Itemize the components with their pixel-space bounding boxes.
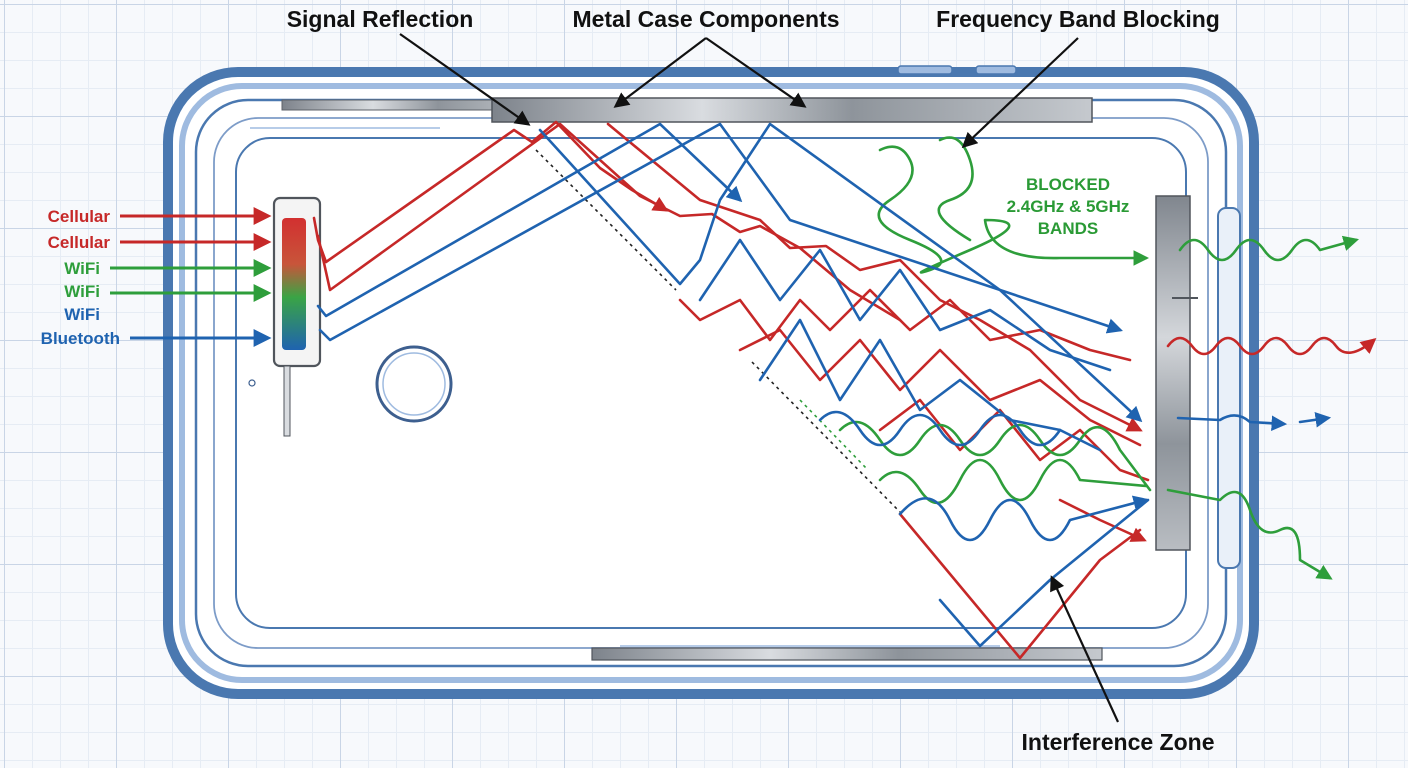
signal-label-cellular-1: Cellular [47, 207, 110, 226]
signal-label-wifi-3: WiFi [64, 305, 100, 324]
camera-lens-icon [375, 345, 453, 423]
signal-label-cellular-2: Cellular [47, 233, 110, 252]
blocked-note-line2: 2.4GHz & 5GHz [1006, 197, 1130, 216]
blocked-note-line1: BLOCKED [1025, 175, 1111, 194]
callout-metal-case-components: Metal Case Components [572, 6, 840, 32]
signal-label-wifi-1: WiFi [64, 259, 100, 278]
signal-label-wifi-2: WiFi [64, 282, 100, 301]
blocked-bands-note: BLOCKED 2.4GHz & 5GHz BANDS [968, 174, 1168, 240]
metal-components [272, 97, 1198, 661]
blocked-note-line3: BANDS [1037, 219, 1099, 238]
metal-bar-right [1155, 195, 1191, 551]
callout-interference-zone: Interference Zone [1021, 729, 1215, 755]
callout-frequency-band-blocking: Frequency Band Blocking [936, 6, 1220, 32]
callout-arrows [399, 33, 1119, 723]
metal-bar-bottom [591, 647, 1103, 661]
phone-case [163, 65, 1259, 699]
input-arrows [110, 207, 272, 347]
interference-boundary [535, 149, 901, 513]
signal-paths [312, 120, 1377, 660]
signal-label-bluetooth: Bluetooth [40, 329, 120, 348]
callout-signal-reflection: Signal Reflection [286, 6, 474, 32]
